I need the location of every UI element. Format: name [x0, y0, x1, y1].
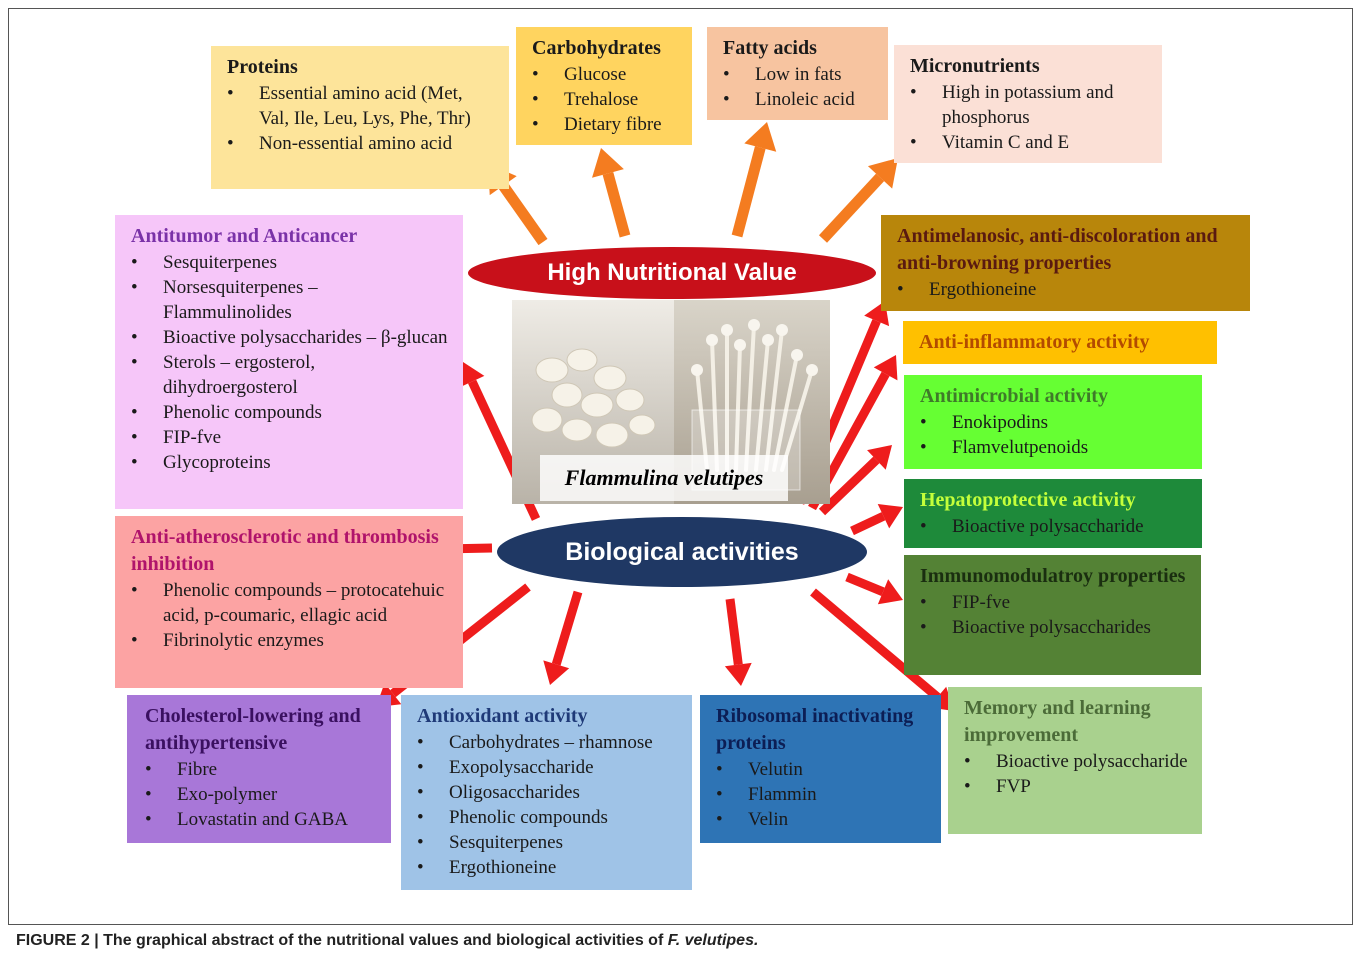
arrow-to-fatty-acids: [731, 122, 777, 238]
list-item: Vitamin C and E: [910, 130, 1148, 155]
hepatoprotective-box: Hepatoprotective activity Bioactive poly…: [904, 479, 1202, 548]
list-item: Sesquiterpenes: [417, 830, 678, 855]
memory-box: Memory and learning improvement Bioactiv…: [948, 687, 1202, 834]
box-title: Micronutrients: [910, 55, 1040, 77]
box-title: Antimicrobial activity: [920, 385, 1108, 407]
antitumor-box: Antitumor and Anticancer Sesquiterpenes …: [115, 215, 463, 509]
carbohydrates-box: Carbohydrates Glucose Trehalose Dietary …: [516, 27, 692, 145]
proteins-box: Proteins Essential amino acid (Met, Val,…: [211, 46, 509, 189]
box-title: Anti-inflammatory activity: [919, 331, 1150, 353]
box-title: Proteins: [227, 56, 298, 78]
arrow-to-antimicrobial: [818, 445, 892, 516]
list-item: Linoleic acid: [723, 87, 874, 112]
list-item: Bioactive polysaccharides: [920, 615, 1187, 640]
ribosomal-box: Ribosomal inactivating proteins Velutin …: [700, 695, 941, 843]
box-title: Antioxidant activity: [417, 705, 588, 727]
list-item: Essential amino acid (Met, Val, Ile, Leu…: [227, 81, 495, 131]
list-item: Phenolic compounds – protocatehuic acid,…: [131, 578, 449, 628]
list-item: Exopolysaccharide: [417, 755, 678, 780]
caption-text: FIGURE 2 | The graphical abstract of the…: [16, 932, 668, 949]
list-item: Bioactive polysaccharides – β-glucan: [131, 325, 449, 350]
arrow-to-carbohydrates: [592, 148, 631, 238]
list-item: Bioactive polysaccharide: [920, 514, 1188, 539]
list-item: Bioactive polysaccharide: [964, 749, 1188, 774]
list-item: Trehalose: [532, 87, 678, 112]
list-item: Velin: [716, 807, 927, 832]
box-title: Fatty acids: [723, 37, 817, 59]
list-item: Low in fats: [723, 62, 874, 87]
antimelanosic-box: Antimelanosic, anti-discoloration and an…: [881, 215, 1250, 311]
list-item: Glycoproteins: [131, 450, 449, 475]
list-item: Phenolic compounds: [417, 805, 678, 830]
caption-species: F. velutipes.: [667, 932, 759, 949]
list-item: Carbohydrates – rhamnose: [417, 730, 678, 755]
arrow-to-antioxidant: [543, 590, 583, 685]
figure-caption: FIGURE 2 | The graphical abstract of the…: [16, 932, 758, 950]
list-item: Phenolic compounds: [131, 400, 449, 425]
list-item: Oligosaccharides: [417, 780, 678, 805]
list-item: Dietary fibre: [532, 112, 678, 137]
cholesterol-box: Cholesterol-lowering and antihypertensiv…: [127, 695, 391, 843]
list-item: FVP: [964, 774, 1188, 799]
antioxidant-box: Antioxidant activity Carbohydrates – rha…: [401, 695, 692, 890]
fatty-acids-box: Fatty acids Low in fats Linoleic acid: [707, 27, 888, 120]
list-item: Fibrinolytic enzymes: [131, 628, 449, 653]
species-label: Flammulina velutipes: [540, 455, 788, 501]
box-title: Antimelanosic, anti-discoloration and an…: [897, 225, 1218, 274]
immuno-box: Immunomodulatroy properties FIP-fve Bioa…: [904, 555, 1201, 675]
arrow-to-micronutrients: [818, 158, 898, 243]
box-title: Anti-atherosclerotic and thrombosis inhi…: [131, 526, 439, 575]
arrow-to-ribosomal: [724, 598, 752, 686]
list-item: Non-essential amino acid: [227, 131, 495, 156]
atherosclerotic-box: Anti-atherosclerotic and thrombosis inhi…: [115, 516, 463, 688]
list-item: Ergothioneine: [897, 277, 1236, 302]
list-item: Lovastatin and GABA: [145, 807, 377, 832]
list-item: Norsesquiterpenes – Flammulinolides: [131, 275, 449, 325]
box-title: Antitumor and Anticancer: [131, 225, 358, 247]
anti-inflammatory-box: Anti-inflammatory activity: [903, 321, 1217, 364]
arrow-to-immuno: [845, 572, 903, 605]
list-item: Ergothioneine: [417, 855, 678, 880]
box-title: Ribosomal inactivating proteins: [716, 705, 914, 754]
box-title: Carbohydrates: [532, 37, 661, 59]
list-item: Glucose: [532, 62, 678, 87]
list-item: Flammin: [716, 782, 927, 807]
nutrition-ellipse: High Nutritional Value: [468, 247, 876, 299]
box-title: Cholesterol-lowering and antihypertensiv…: [145, 705, 361, 754]
list-item: FIP-fve: [131, 425, 449, 450]
arrow-to-hepatoprotective: [850, 503, 903, 536]
antimicrobial-box: Antimicrobial activity Enokipodins Flamv…: [904, 375, 1202, 469]
box-title: Immunomodulatroy properties: [920, 565, 1186, 587]
list-item: Sesquiterpenes: [131, 250, 449, 275]
list-item: Enokipodins: [920, 410, 1188, 435]
list-item: Exo-polymer: [145, 782, 377, 807]
list-item: Velutin: [716, 757, 927, 782]
bio-ellipse: Biological activities: [497, 517, 867, 587]
list-item: Fibre: [145, 757, 377, 782]
list-item: FIP-fve: [920, 590, 1187, 615]
box-title: Memory and learning improvement: [964, 697, 1151, 746]
box-title: Hepatoprotective activity: [920, 489, 1136, 511]
list-item: Flamvelutpenoids: [920, 435, 1188, 460]
micronutrients-box: Micronutrients High in potassium and pho…: [894, 45, 1162, 163]
list-item: Sterols – ergosterol, dihydroergosterol: [131, 350, 449, 400]
list-item: High in potassium and phosphorus: [910, 80, 1148, 130]
